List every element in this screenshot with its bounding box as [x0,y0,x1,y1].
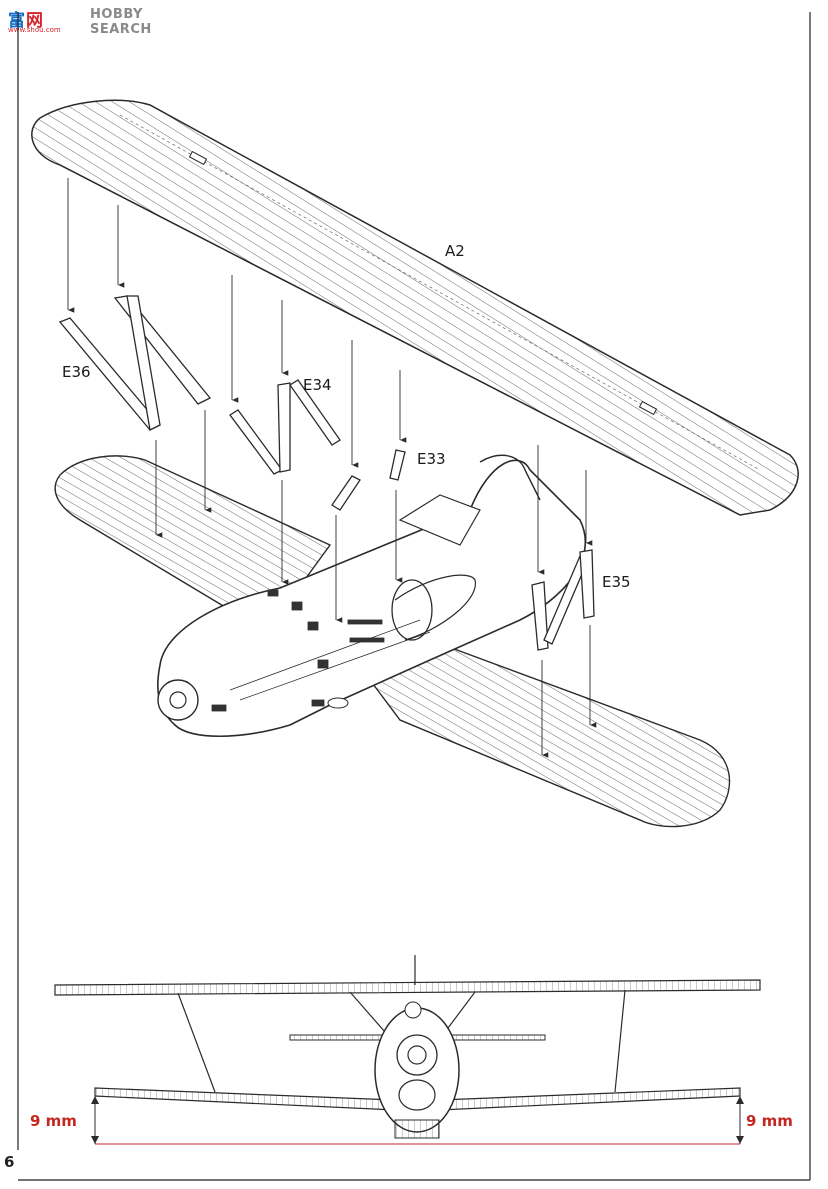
lower-left-wing [54,455,332,611]
part-label-e34: E34 [303,376,332,394]
watermark-search-text: HOBBY SEARCH [90,7,152,37]
dimension-right: 9 mm [746,1112,793,1130]
hobbysearch-watermark: 富网 HOBBY SEARCH www.shou.com [4,2,164,37]
strut-e35 [531,549,595,651]
part-label-e35: E35 [602,573,631,591]
watermark-url: www.shou.com [8,26,61,34]
part-label-e36: E36 [62,363,91,381]
lower-right-wing [368,639,731,828]
fuselage [157,454,586,738]
watermark-logo: 富网 [8,11,44,31]
dimension-left: 9 mm [30,1112,77,1130]
dimension-lines [91,1096,744,1145]
part-label-a2: A2 [445,242,465,260]
strut-e34 [229,379,341,475]
part-label-e33: E33 [417,450,446,468]
strut-e33 [331,449,406,511]
strut-e36 [58,295,212,431]
page-frame [17,12,811,1181]
page-number: 6 [4,1153,15,1171]
upper-wing-a2 [31,99,799,516]
front-view [54,955,761,1139]
assembly-arrows [67,178,597,758]
